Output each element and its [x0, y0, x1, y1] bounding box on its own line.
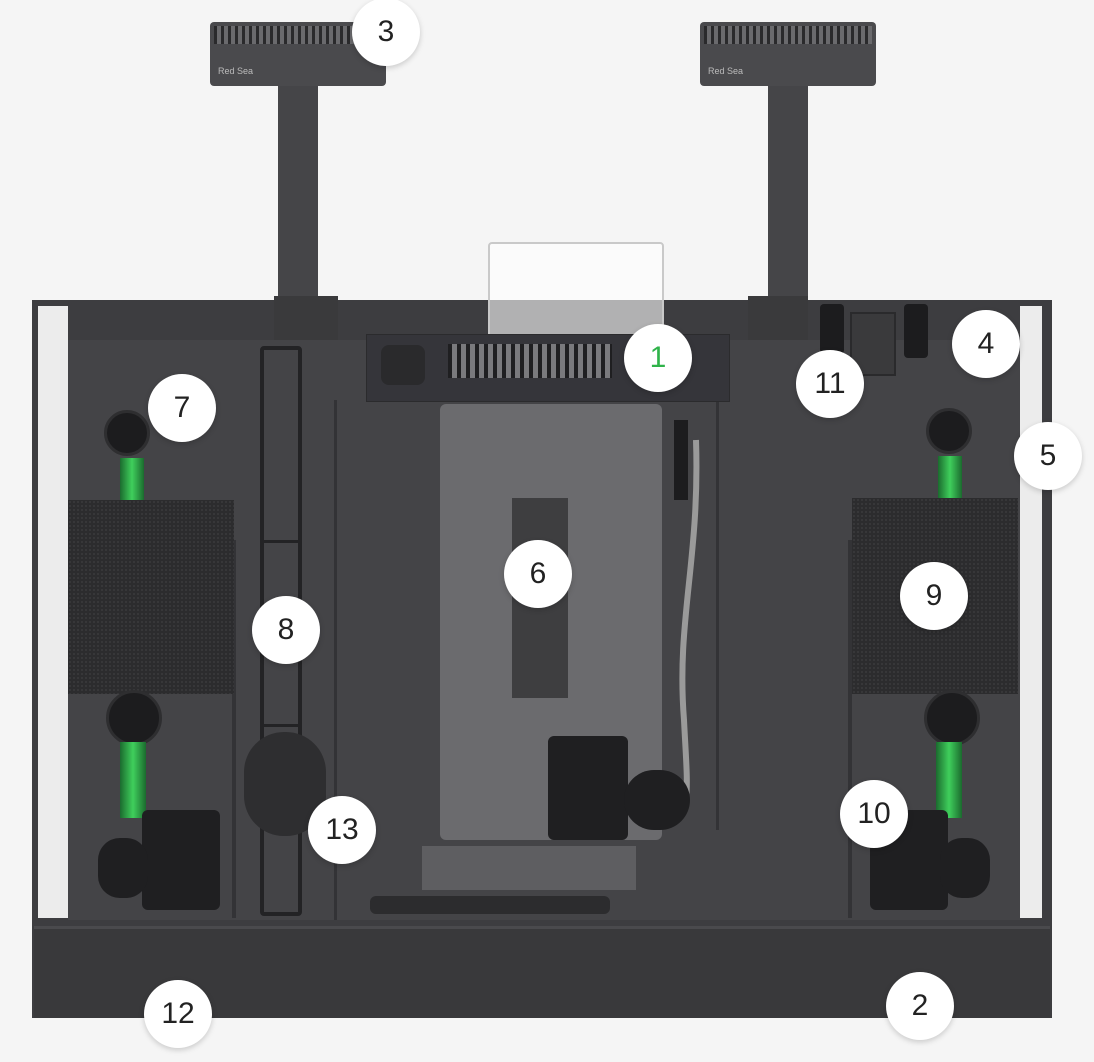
skimmer-pump-outlet [624, 770, 690, 830]
marker-10[interactable]: 10 [840, 780, 908, 848]
right-green-tube [936, 742, 962, 818]
marker-8[interactable]: 8 [252, 596, 320, 664]
left-pump-head [106, 690, 162, 746]
left-mast-base [274, 296, 338, 340]
left-pump-inlet [98, 838, 148, 898]
baffle-divider [334, 400, 337, 920]
skimmer-pump [548, 736, 628, 840]
marker-3[interactable]: 3 [352, 0, 420, 66]
light-brand-label: Red Sea [218, 66, 254, 76]
right-pump-inlet [940, 838, 990, 898]
left-divider [232, 540, 236, 918]
marker-5[interactable]: 5 [1014, 422, 1082, 490]
skimmer-vent [448, 344, 612, 378]
marker-4[interactable]: 4 [952, 310, 1020, 378]
left-fitting [820, 304, 844, 354]
right-fitting [904, 304, 928, 358]
left-green-tube-top [120, 458, 144, 502]
cabinet-right-door-edge [1020, 306, 1042, 918]
skimmer-stand [422, 846, 636, 890]
right-light-head: Red Sea [700, 22, 876, 86]
rack-rung [264, 724, 298, 727]
right-return-nozzle [926, 408, 972, 454]
marker-13[interactable]: 13 [308, 796, 376, 864]
marker-2[interactable]: 2 [886, 972, 954, 1040]
right-light-mast [768, 86, 808, 300]
left-return-nozzle [104, 410, 150, 456]
rack-rung [264, 540, 298, 543]
right-pump-head [924, 690, 980, 746]
marker-9[interactable]: 9 [900, 562, 968, 630]
cabinet-left-door-edge [38, 306, 68, 918]
right-baffle-divider [716, 400, 719, 830]
right-divider [848, 540, 852, 918]
left-light-mast [278, 86, 318, 300]
skimmer-base-plate [370, 896, 610, 914]
left-filter-sponge [68, 500, 234, 694]
light-grill [214, 26, 382, 44]
marker-12[interactable]: 12 [144, 980, 212, 1048]
marker-7[interactable]: 7 [148, 374, 216, 442]
light-brand-label: Red Sea [708, 66, 744, 76]
marker-1[interactable]: 1 [624, 324, 692, 392]
right-green-tube-top [938, 456, 962, 500]
skimmer-air-tube [674, 420, 700, 801]
skimmer-cap [381, 345, 425, 385]
right-mast-base [748, 296, 808, 340]
left-green-tube [120, 742, 146, 818]
marker-11[interactable]: 11 [796, 350, 864, 418]
skimmer-collection-cup [488, 242, 664, 342]
marker-6[interactable]: 6 [504, 540, 572, 608]
left-return-pump [142, 810, 220, 910]
light-grill [704, 26, 872, 44]
